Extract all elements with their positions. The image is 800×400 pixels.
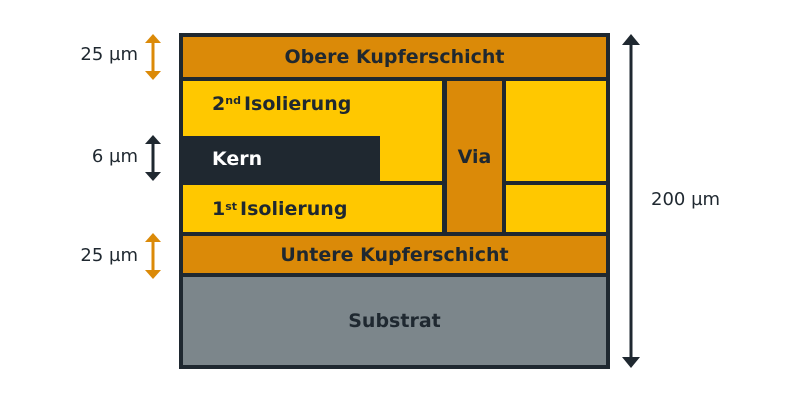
insulation-1-number: 1 [212, 197, 226, 220]
insulation-2-label: Isolierung [243, 93, 352, 115]
substrate-layer: Substrat [183, 277, 606, 365]
top-copper-double-arrow-icon [145, 34, 161, 80]
insulation-2-right-section [506, 81, 606, 181]
core-label: Kern [212, 147, 263, 170]
insulation-2-number: 2 [212, 93, 226, 115]
core-layer: Kern [183, 136, 380, 181]
bottom-copper-dimension-label: 25 µm [80, 245, 138, 266]
total-thickness-double-arrow-icon [622, 34, 640, 368]
insulation-1-right-section [506, 185, 606, 232]
bottom-copper-layer: Untere Kupferschicht [183, 236, 606, 273]
core-dimension-label: 6 µm [91, 146, 138, 167]
top-copper-layer: Obere Kupferschicht [183, 37, 606, 77]
insulation-1-suffix: st [225, 199, 238, 213]
via-label: Via [457, 145, 492, 168]
bottom-copper-label: Untere Kupferschicht [280, 243, 509, 266]
core-double-arrow-icon [145, 135, 161, 181]
insulation-2-suffix: nd [225, 94, 241, 107]
substrate-label: Substrat [348, 310, 441, 332]
top-copper-dimension-label: 25 µm [80, 44, 138, 65]
total-thickness-label: 200 µm [651, 189, 721, 210]
insulation-1-label: Isolierung [240, 197, 348, 220]
via-column: Via [447, 81, 502, 232]
top-copper-label: Obere Kupferschicht [284, 46, 505, 68]
bottom-copper-double-arrow-icon [145, 233, 161, 279]
